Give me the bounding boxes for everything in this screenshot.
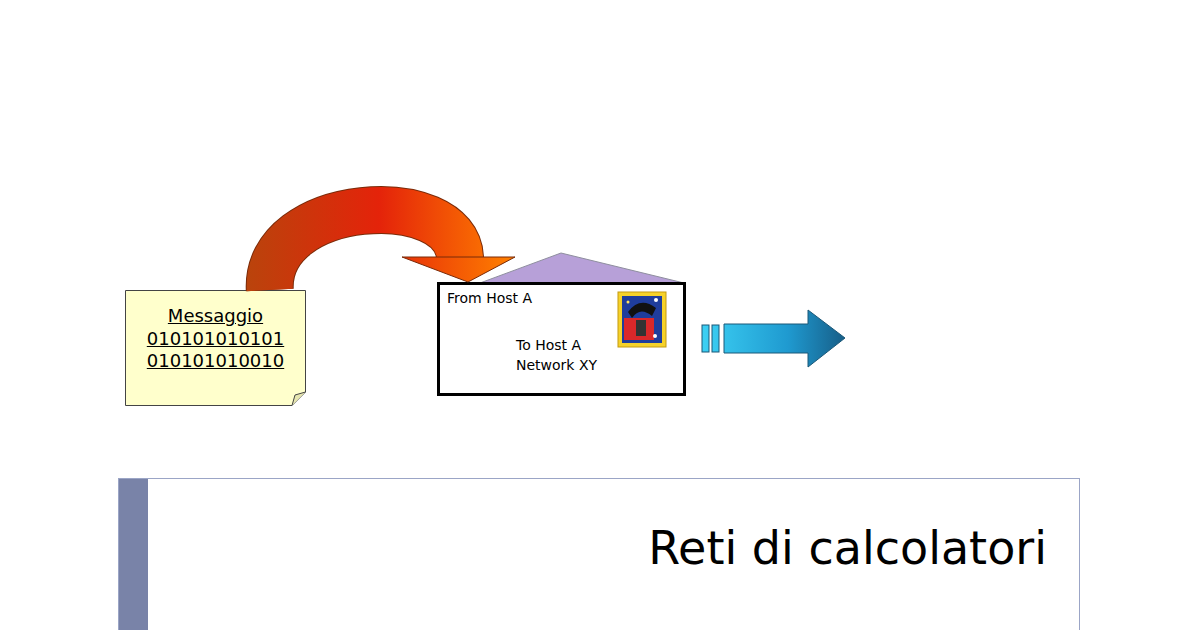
curved-arrow [270, 210, 515, 290]
binary-line: 010101010101 [125, 328, 306, 350]
sender-address: From Host A [447, 289, 532, 307]
postage-stamp [618, 292, 666, 347]
send-arrow [702, 310, 845, 367]
slide-title: Reti di calcolatori [648, 518, 1047, 578]
band-accent [119, 479, 148, 630]
recipient-address: To Host A Network XY [516, 335, 621, 375]
band-frame [119, 479, 1080, 630]
note-heading: Messaggio [125, 305, 306, 327]
binary-line: 010101010010 [125, 350, 306, 372]
message-note: Messaggio010101010101010101010010 [125, 290, 306, 406]
